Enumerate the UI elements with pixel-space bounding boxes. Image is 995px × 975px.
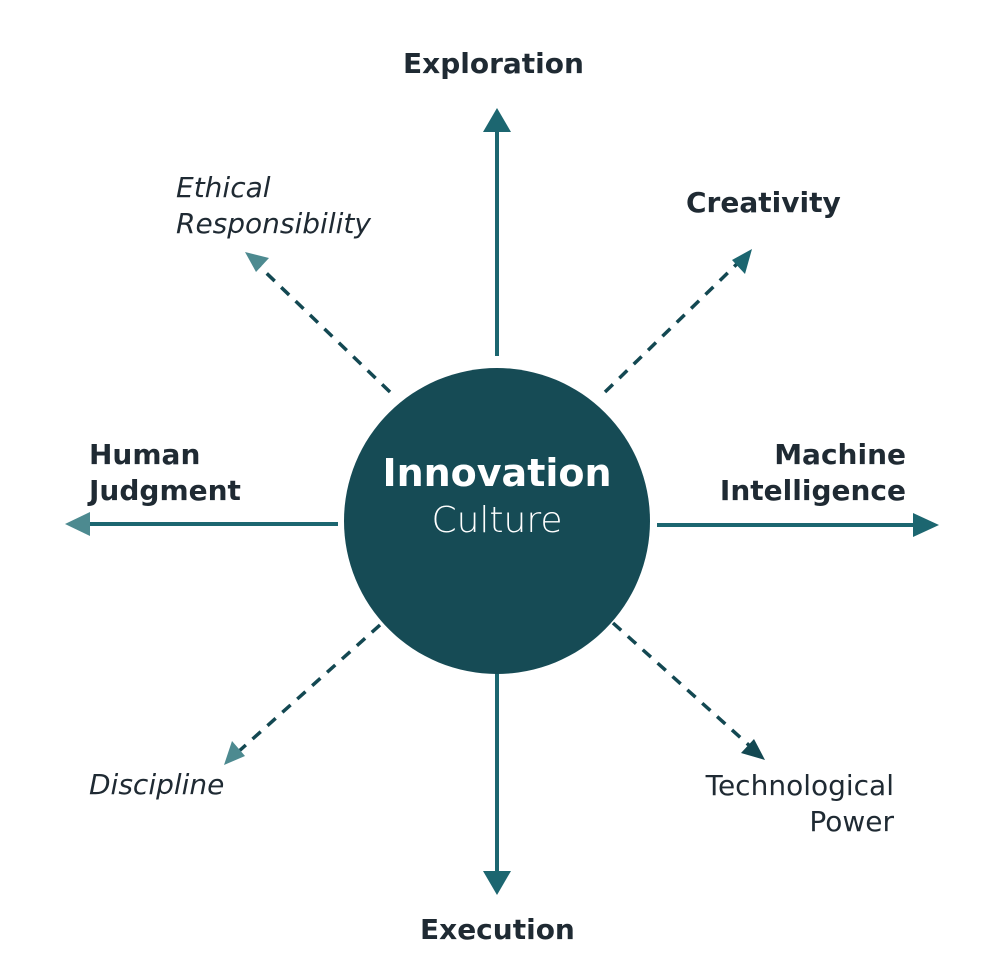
label-ethical-responsibility: Ethical Responsibility [176, 170, 371, 243]
arrow-down-execution [483, 665, 511, 895]
label-judgment: Judgment [89, 474, 241, 508]
label-execution: Execution [420, 913, 575, 946]
label-power: Power [809, 805, 894, 839]
arrow-nw-ethical-responsibility [245, 252, 392, 394]
arrow-up-exploration [483, 108, 511, 356]
arrow-se-technological-power [611, 621, 765, 760]
label-human: Human [89, 438, 201, 471]
label-creativity: Creativity [686, 186, 841, 219]
center-circle [344, 368, 650, 674]
center-label: Innovation Culture [344, 450, 650, 543]
label-machine: Machine [774, 438, 906, 471]
arrow-ne-creativity [603, 249, 752, 394]
label-responsibility: Responsibility [176, 207, 371, 241]
arrow-left-human-judgment [65, 512, 338, 536]
label-human-judgment: Human Judgment [89, 437, 241, 510]
label-machine-intelligence: Machine Intelligence [720, 437, 906, 510]
label-discipline: Discipline [89, 768, 225, 801]
center-title: Innovation [382, 451, 612, 495]
arrow-right-machine-intelligence [657, 513, 939, 537]
arrow-sw-discipline [224, 623, 382, 765]
label-technological-power: Technological Power [706, 768, 894, 841]
label-technological: Technological [705, 769, 894, 802]
label-intelligence: Intelligence [719, 474, 906, 508]
label-exploration: Exploration [403, 47, 584, 80]
label-ethical: Ethical [176, 171, 271, 204]
center-subtitle: Culture [431, 499, 563, 541]
